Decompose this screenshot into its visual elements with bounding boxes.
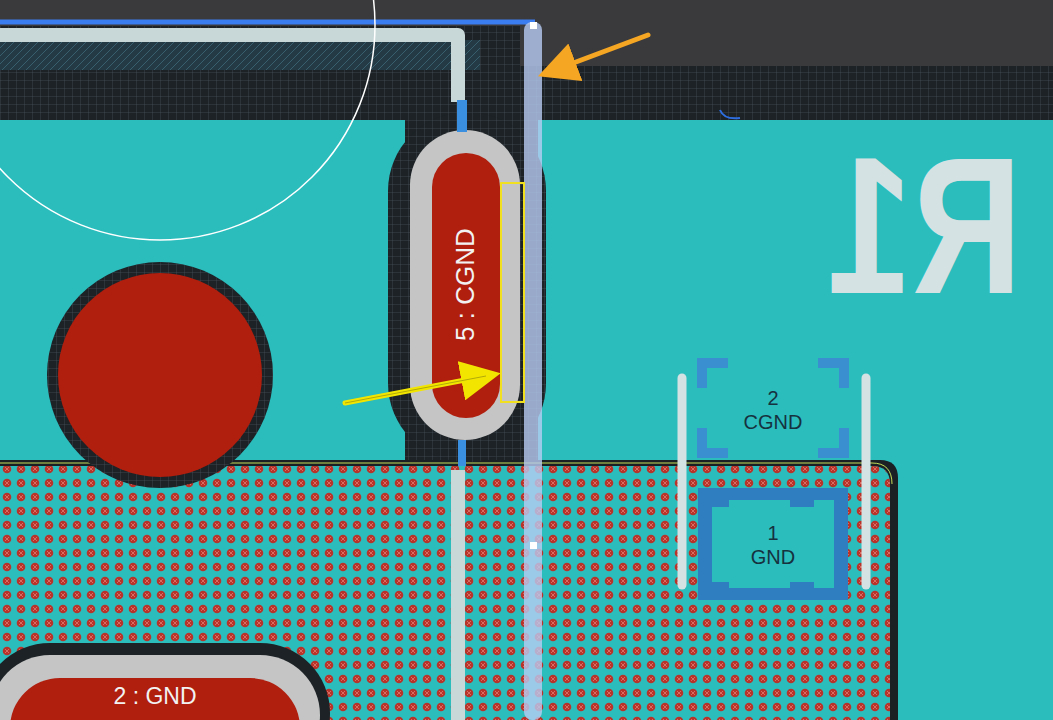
- pad-net-label: 5 : CGND: [449, 229, 480, 342]
- smd-pad: 2CGND: [698, 370, 848, 450]
- pad-label: CGND: [744, 410, 803, 434]
- pad-net-label: 2 : GND: [113, 683, 196, 711]
- oval-pad: 5 : CGND: [410, 130, 520, 440]
- pad-label: GND: [751, 545, 795, 569]
- pad-label: 1: [767, 521, 778, 545]
- pad-label: 2: [767, 386, 778, 410]
- smd-pad: 1GND: [712, 505, 834, 585]
- oval-pad: 2 : GND: [20, 680, 290, 714]
- designator-silkscreen: R1: [827, 128, 1021, 323]
